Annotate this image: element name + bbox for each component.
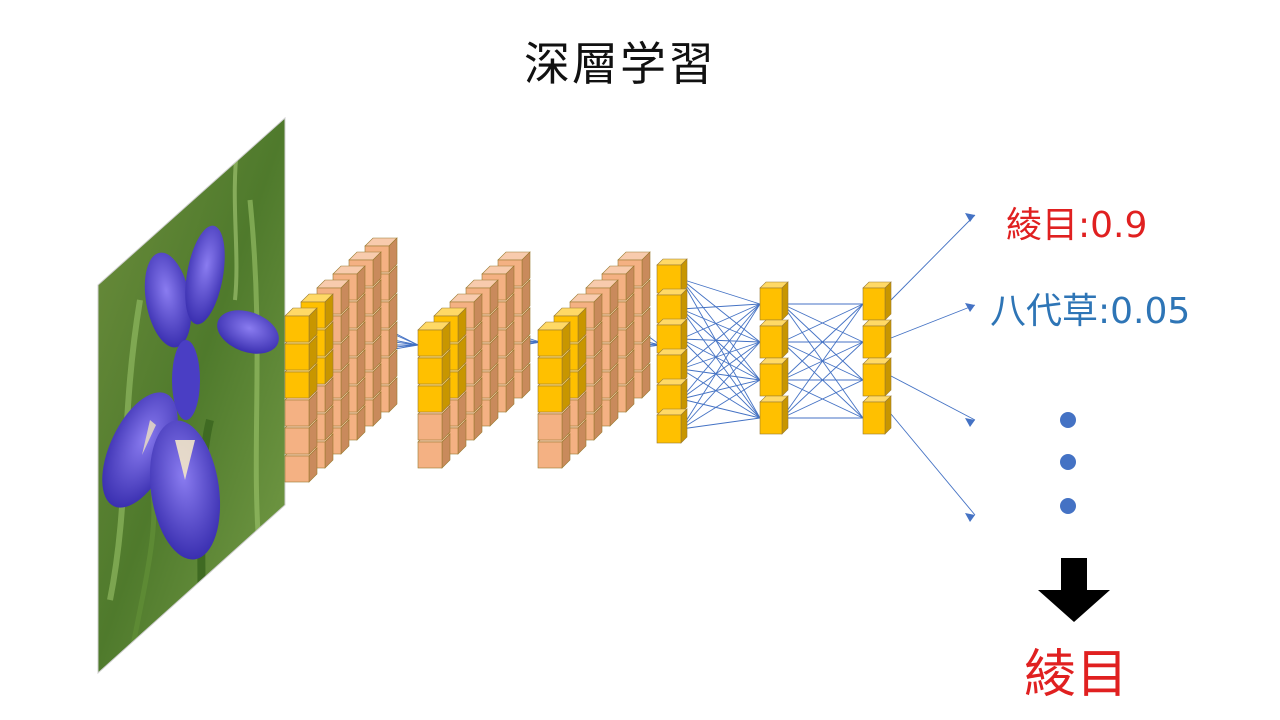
connection-line — [680, 278, 761, 419]
page-title: 深層学習 — [524, 37, 716, 91]
dense3-node — [862, 395, 892, 435]
ellipsis-dot — [1060, 498, 1076, 514]
connection-line — [680, 379, 761, 400]
arrowhead — [965, 513, 975, 522]
connection-line — [680, 278, 761, 381]
connection-line — [680, 338, 761, 343]
connection-line — [680, 368, 761, 381]
dense1-node — [656, 318, 688, 354]
conv2-cell — [433, 307, 467, 343]
connection-line — [680, 303, 761, 430]
dense1-node — [656, 348, 688, 384]
connection-line — [680, 341, 761, 430]
network-layers — [284, 213, 1076, 522]
connection-line — [680, 308, 761, 381]
conv3-cell — [537, 321, 571, 357]
connection-line — [890, 375, 976, 421]
connection-line — [680, 341, 761, 400]
iris-flower-photo-icon — [98, 118, 285, 673]
dense1-node — [656, 288, 688, 324]
down-arrow-icon — [1038, 558, 1110, 622]
connection-line — [680, 303, 761, 400]
connection-line — [781, 379, 864, 419]
arrowhead — [965, 418, 975, 427]
connection-line — [680, 338, 761, 381]
dense1-node — [656, 258, 688, 294]
connection-line — [680, 308, 761, 419]
connection-line — [680, 308, 761, 343]
ellipsis-dot — [1060, 454, 1076, 470]
connection-line — [781, 303, 864, 343]
connection-line — [680, 379, 761, 430]
arrowhead — [965, 303, 975, 312]
result-label: 綾目 — [1024, 645, 1129, 705]
ellipsis-dot — [1060, 412, 1076, 428]
connection-line — [680, 368, 761, 419]
connection-line — [680, 338, 761, 419]
dense2-node — [759, 357, 789, 397]
connection-line — [680, 417, 761, 430]
dense2-node — [759, 395, 789, 435]
connection-line — [890, 214, 976, 301]
connection-line — [781, 303, 864, 381]
connection-line — [680, 303, 761, 310]
connection-line — [680, 303, 761, 340]
connection-line — [680, 278, 761, 343]
conv2-cell — [417, 321, 451, 357]
connection-line — [680, 278, 761, 305]
connection-line — [680, 341, 761, 370]
dense3-node — [862, 357, 892, 397]
output-label-yashiro: 八代草:0.05 — [990, 291, 1191, 332]
dense2-node — [759, 319, 789, 359]
arrowhead — [965, 213, 975, 222]
dense1-node — [656, 408, 688, 444]
output-label-ayame: 綾目:0.9 — [1006, 205, 1148, 246]
connection-line — [890, 413, 976, 516]
connection-line — [680, 398, 761, 419]
connection-line — [890, 304, 976, 339]
connection-line — [680, 303, 761, 370]
connection-line — [781, 303, 864, 419]
conv1-cell — [284, 307, 318, 343]
connection-line — [781, 341, 864, 419]
dense1-node — [656, 378, 688, 414]
dense3-node — [862, 319, 892, 359]
dense2-node — [759, 281, 789, 321]
dense3-node — [862, 281, 892, 321]
